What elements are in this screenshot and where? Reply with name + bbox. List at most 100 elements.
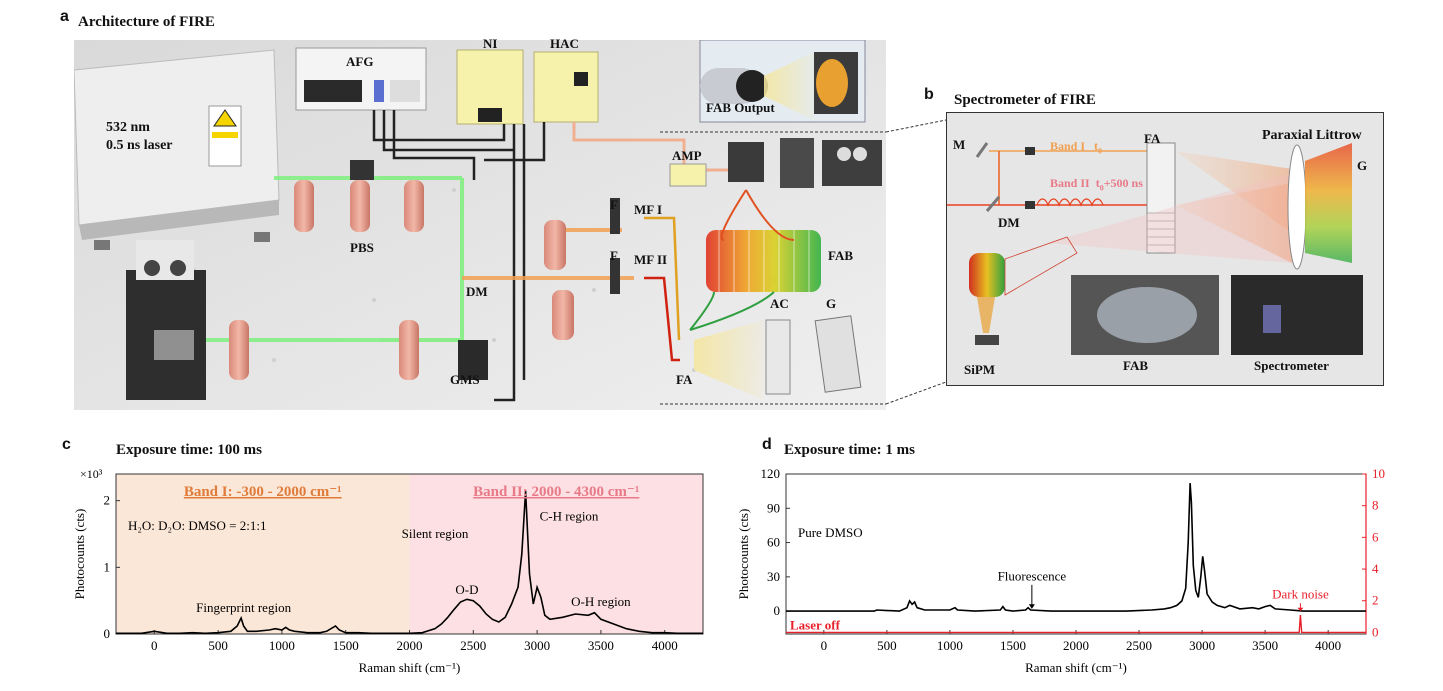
x-tick-label: 0 bbox=[821, 638, 828, 653]
label-spectrometer: Spectrometer bbox=[1254, 358, 1329, 373]
label-dm: DM bbox=[466, 284, 488, 299]
y-right-tick-label: 10 bbox=[1372, 466, 1385, 481]
panel-c-title: Exposure time: 100 ms bbox=[116, 442, 262, 458]
y-tick-label: 90 bbox=[767, 500, 780, 515]
spectrometer-box bbox=[780, 138, 814, 188]
fluorescence-arrowhead bbox=[1028, 604, 1035, 609]
dark-noise-arrowhead bbox=[1297, 607, 1304, 612]
band2-delay: +500 ns bbox=[1103, 176, 1143, 190]
x-tick-label: 4000 bbox=[652, 638, 678, 653]
spectrometer-photo bbox=[1231, 275, 1363, 355]
band2-label: Band II bbox=[1050, 176, 1090, 190]
x-axis-label: Raman shift (cm⁻¹) bbox=[1025, 660, 1127, 675]
band2-region bbox=[409, 474, 703, 634]
panel-d-title: Exposure time: 1 ms bbox=[784, 442, 915, 458]
label-f1: F bbox=[610, 197, 618, 212]
spectrometer-svg bbox=[947, 142, 1363, 355]
panel-d-letter: d bbox=[762, 436, 772, 453]
label-mf1: MF I bbox=[634, 202, 663, 217]
label-amp: AMP bbox=[672, 148, 702, 163]
gms-device bbox=[458, 340, 488, 380]
x-tick-label: 1000 bbox=[269, 638, 295, 653]
y-right-tick-label: 0 bbox=[1372, 624, 1379, 639]
label-fab-b: FAB bbox=[1123, 358, 1149, 373]
x-tick-label: 500 bbox=[877, 638, 897, 653]
hac-device bbox=[533, 51, 599, 123]
fluorescence-label: Fluorescence bbox=[998, 568, 1067, 583]
y-tick-label: 1 bbox=[104, 559, 111, 574]
x-tick-label: 3000 bbox=[1189, 638, 1215, 653]
ni-device bbox=[456, 49, 524, 125]
label-fa-b: FA bbox=[1144, 131, 1161, 146]
band2-label: Band II: 2000 - 4300 cm⁻¹ bbox=[473, 484, 639, 500]
fab-bundle bbox=[689, 189, 821, 331]
panel-a-title: Architecture of FIRE bbox=[78, 14, 215, 30]
panel-c-letter: c bbox=[62, 436, 71, 453]
band1-label: Band I bbox=[1050, 139, 1086, 153]
y-tick-label: 0 bbox=[104, 626, 111, 641]
x-tick-label: 4000 bbox=[1315, 638, 1341, 653]
band1-time-label: Band I t0 bbox=[1050, 139, 1102, 155]
grating bbox=[814, 315, 862, 393]
y-tick-label: 0 bbox=[774, 603, 781, 618]
annotation-od: O-D bbox=[455, 582, 478, 597]
x-tick-label: 0 bbox=[151, 638, 158, 653]
fa-array bbox=[1146, 142, 1176, 254]
panel-b-letter: b bbox=[924, 86, 934, 103]
x-tick-label: 1000 bbox=[937, 638, 963, 653]
x-tick-label: 2000 bbox=[1063, 638, 1089, 653]
mirror-m bbox=[975, 142, 989, 158]
y-right-tick-label: 2 bbox=[1372, 593, 1379, 608]
label-laser-wavelength: 532 nm bbox=[106, 120, 150, 135]
lens bbox=[1287, 144, 1307, 270]
spectrometer-panel bbox=[946, 112, 1384, 386]
x-tick-label: 2500 bbox=[1126, 638, 1152, 653]
label-pbs: PBS bbox=[350, 240, 374, 255]
x-tick-label: 3500 bbox=[588, 638, 614, 653]
sipm-detector bbox=[975, 335, 999, 345]
label-dm-b: DM bbox=[998, 215, 1020, 230]
optical-mounts bbox=[229, 160, 620, 380]
y-tick-label: 120 bbox=[761, 466, 781, 481]
x-tick-label: 3500 bbox=[1252, 638, 1278, 653]
band2-t0-sub: 0 bbox=[1099, 183, 1104, 193]
label-paraxial-littrow: Paraxial Littrow bbox=[1262, 128, 1362, 143]
label-afg: AFG bbox=[346, 54, 374, 69]
label-sipm: SiPM bbox=[964, 362, 996, 377]
architecture-svg bbox=[73, 39, 886, 410]
annotation-fingerprint: Fingerprint region bbox=[196, 600, 291, 615]
label-g-b: G bbox=[1357, 158, 1368, 173]
label-fab: FAB bbox=[828, 248, 854, 263]
label-g: G bbox=[826, 296, 837, 311]
sample-label: H₂O: D₂O: DMSO = 2:1:1 bbox=[128, 518, 266, 533]
power-unit bbox=[822, 140, 882, 186]
ac-lens bbox=[765, 319, 791, 395]
laser-warning-icon bbox=[213, 109, 237, 127]
x-tick-label: 500 bbox=[208, 638, 228, 653]
laser-off-line bbox=[786, 614, 1366, 634]
x-tick-label: 2000 bbox=[397, 638, 423, 653]
fab-output-inset bbox=[699, 39, 866, 123]
x-tick-label: 1500 bbox=[1000, 638, 1026, 653]
y-right-tick-label: 8 bbox=[1372, 498, 1379, 513]
y-tick-label: 30 bbox=[767, 569, 780, 584]
band1-label: Band I: -300 - 2000 cm⁻¹ bbox=[184, 484, 342, 500]
band2-t0: t bbox=[1095, 176, 1100, 190]
sipm-bundle bbox=[969, 253, 1005, 297]
plot-frame bbox=[785, 473, 1367, 635]
band1-region bbox=[116, 474, 410, 634]
label-fab-output: FAB Output bbox=[706, 100, 775, 115]
label-fa: FA bbox=[676, 372, 693, 387]
y-multiplier: ×10³ bbox=[80, 467, 103, 481]
annotation-oh: O-H region bbox=[571, 594, 631, 609]
label-gms: GMS bbox=[450, 372, 480, 387]
label-ac: AC bbox=[770, 296, 789, 311]
annotation-ch: C-H region bbox=[540, 509, 599, 524]
laser-box bbox=[73, 49, 280, 250]
dark-noise-label: Dark noise bbox=[1272, 587, 1329, 602]
y-tick-label: 60 bbox=[767, 535, 780, 550]
panel-b-title: Spectrometer of FIRE bbox=[954, 92, 1096, 108]
architecture-illustration bbox=[73, 39, 886, 410]
x-tick-label: 3000 bbox=[524, 638, 550, 653]
